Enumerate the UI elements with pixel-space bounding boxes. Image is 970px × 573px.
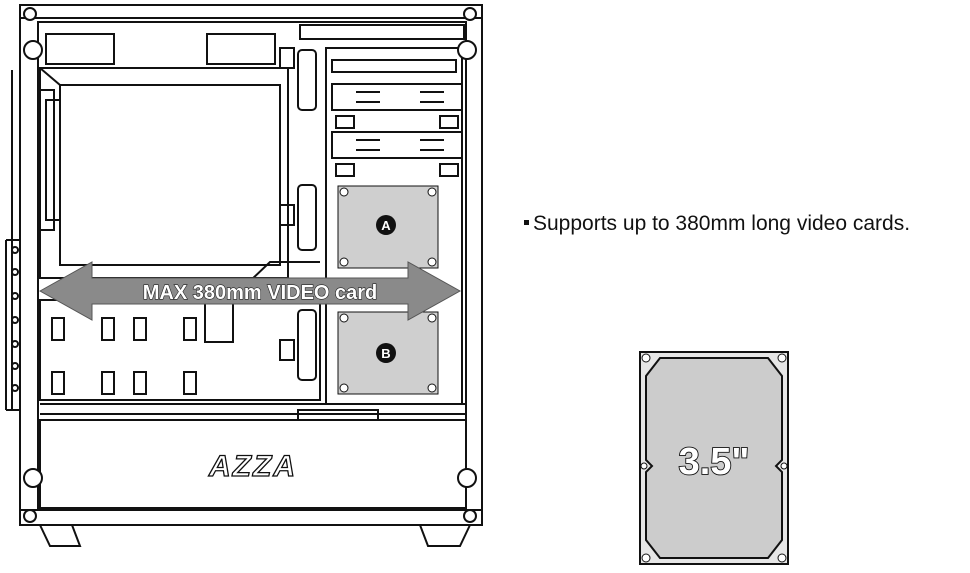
fan-mount-b: B bbox=[337, 311, 439, 395]
fan-mount-a: A bbox=[337, 185, 439, 269]
hdd-3-5-inch: 3.5" bbox=[639, 351, 789, 565]
pc-case-side-view: A B MAX 380mm VIDEO card AZZA bbox=[5, 4, 483, 547]
max-length-label: MAX 380mm VIDEO card bbox=[143, 282, 378, 304]
azza-logo: AZZA bbox=[208, 450, 297, 483]
hdd-size-label: 3.5" bbox=[679, 441, 750, 483]
case-outer-frame bbox=[19, 4, 483, 526]
max-length-arrow: MAX 380mm VIDEO card bbox=[38, 261, 462, 321]
fan-mount-a-label: A bbox=[381, 218, 391, 233]
fan-mount-b-label: B bbox=[381, 346, 390, 361]
bullet-icon bbox=[524, 219, 529, 225]
caption-text: Supports up to 380mm long video cards. bbox=[533, 212, 911, 235]
support-caption: Supports up to 380mm long video cards. bbox=[524, 212, 910, 236]
